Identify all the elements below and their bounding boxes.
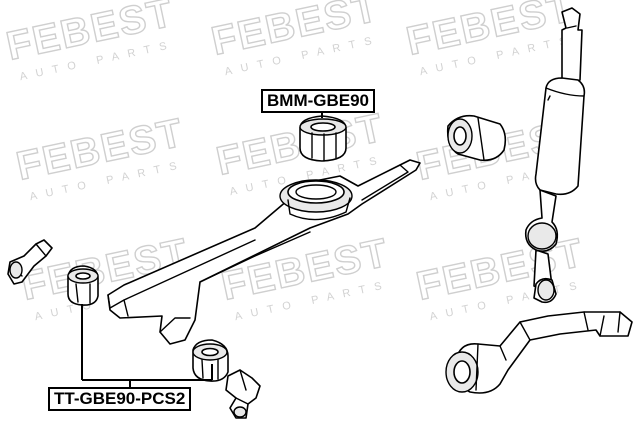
right-bushing: [446, 114, 507, 162]
bottom-label-leaders: [81, 304, 213, 388]
left-bushing: [67, 265, 99, 306]
left-rod-end: [7, 239, 53, 285]
shift-lever: [524, 7, 586, 304]
watermark-tile: FEBEST AUTO PARTS: [2, 0, 179, 83]
bottom-rod-end: [225, 369, 261, 419]
bottom-part-label: TT-GBE90-PCS2: [48, 387, 192, 411]
top-part-label: BMM-GBE90: [261, 89, 376, 113]
watermark-tile: FEBEST AUTO PARTS: [412, 230, 589, 323]
watermark-tile: FEBEST AUTO PARTS: [402, 0, 579, 78]
watermark-tile: FEBEST AUTO PARTS: [207, 0, 384, 78]
shift-linkage-arm: [107, 159, 421, 345]
top-bushing: [299, 115, 347, 162]
middle-bushing: [192, 339, 229, 382]
watermark-tile: FEBEST AUTO PARTS: [12, 110, 189, 203]
lower-right-lever: [445, 311, 633, 394]
